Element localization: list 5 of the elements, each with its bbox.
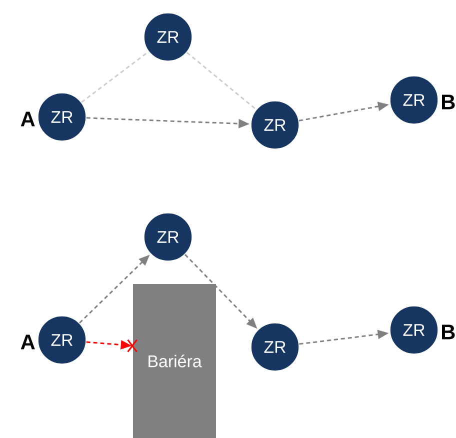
endpoint-label: B	[442, 94, 455, 110]
endpoint-label: A	[20, 112, 35, 126]
endpoint-label: B	[442, 324, 455, 340]
endpoint-label: A	[20, 334, 35, 350]
barrier-box: Bariéra	[133, 284, 216, 438]
